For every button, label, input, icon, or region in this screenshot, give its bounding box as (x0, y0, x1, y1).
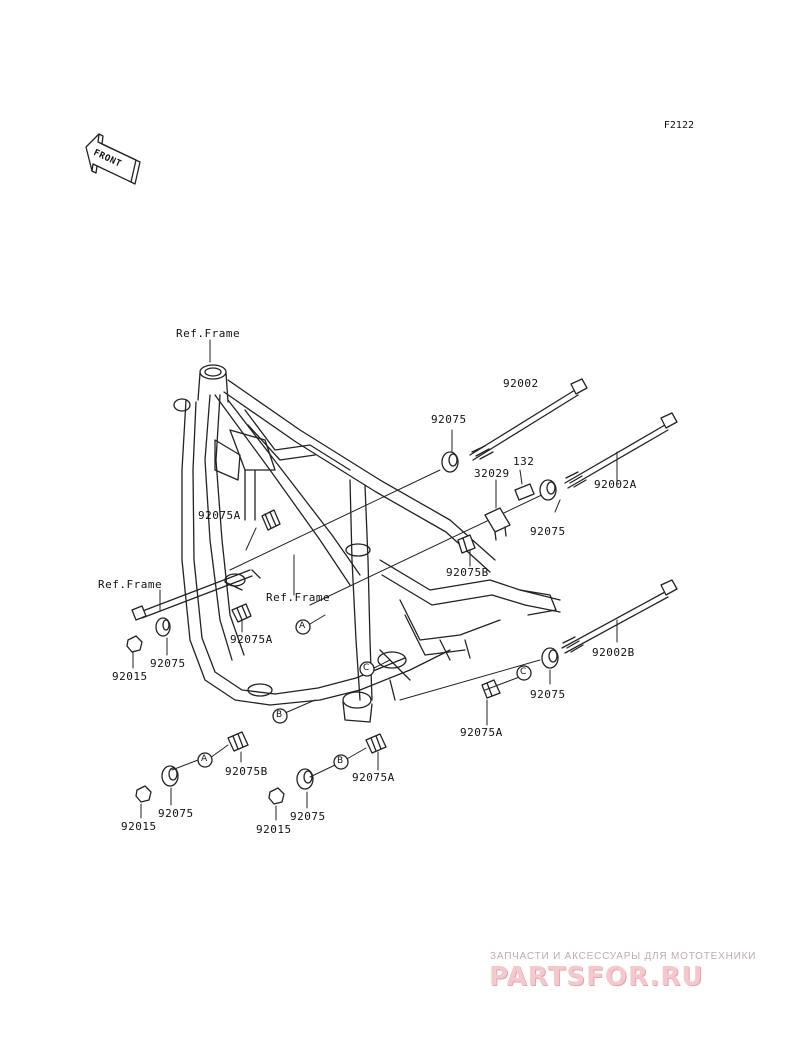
label-ref-frame-left: Ref.Frame (98, 578, 163, 591)
callout-letter-c: C (363, 663, 370, 673)
label-92075-left: 92075 (150, 657, 186, 670)
label-92075A-upper: 92075A (198, 509, 241, 522)
nut-92015-left (126, 635, 143, 653)
watermark-logo: PARTSFOR.RU (489, 962, 704, 992)
label-92075-bottommid: 92075 (290, 810, 326, 823)
callout-letter-b: B (276, 710, 283, 720)
washer-92075-top (441, 451, 459, 473)
washer-92075-bottomleft (161, 765, 179, 787)
label-92075A-right: 92075A (460, 726, 503, 739)
bolt-92002A (564, 412, 678, 489)
label-92075-right: 92075 (530, 525, 566, 538)
callout-letter-c-right: C (520, 667, 527, 677)
label-92002B: 92002B (592, 646, 635, 659)
callout-letter-b-bottom: B (337, 756, 344, 766)
label-92002A: 92002A (594, 478, 637, 491)
bracket-32029 (484, 507, 511, 541)
label-92002: 92002 (503, 377, 539, 390)
callout-circle-b-frame (272, 708, 288, 724)
label-32029: 32029 (474, 467, 510, 480)
bushing-92075A-upper (261, 509, 281, 531)
callout-circle-a-bottom (197, 752, 213, 768)
bolt-92002B (561, 579, 678, 654)
bushing-92075A-right (481, 679, 501, 699)
label-92075-top: 92075 (431, 413, 467, 426)
bolt-left (131, 569, 253, 621)
nut-92015-bottomleft (135, 785, 152, 803)
washer-92075-rightlow (541, 647, 559, 669)
diagram-code: F2122 (663, 120, 694, 131)
washer-92075-bottommid (296, 768, 314, 790)
bushing-92075B-right (457, 534, 476, 554)
label-132: 132 (513, 455, 535, 468)
callout-letter-a-bottom: A (201, 754, 208, 764)
front-arrow-icon (85, 133, 141, 185)
label-ref-frame-top: Ref.Frame (176, 327, 241, 340)
label-92015-bottomleft: 92015 (121, 820, 157, 833)
callout-circle-a-frame (295, 619, 311, 635)
callout-circle-c-frame (359, 661, 375, 677)
label-92075A-lower: 92075A (230, 633, 273, 646)
bushing-92075B-bottom (227, 731, 249, 752)
nut-92015-bottommid (268, 787, 285, 805)
motorcycle-frame (173, 364, 561, 723)
callout-circle-c-right (516, 665, 532, 681)
bolt-132 (514, 483, 535, 501)
label-92075B-bottom: 92075B (225, 765, 268, 778)
label-92075B-right: 92075B (446, 566, 489, 579)
bolt-92002 (469, 378, 588, 461)
bushing-92075A-bottom (365, 733, 387, 754)
label-92015-left: 92015 (112, 670, 148, 683)
label-92015-bottommid: 92015 (256, 823, 292, 836)
label-ref-frame-mid: Ref.Frame (266, 591, 331, 604)
bushing-92075A-lower (231, 603, 252, 623)
label-92075-bottomleft: 92075 (158, 807, 194, 820)
washer-92075-right (539, 479, 557, 501)
callout-circle-b-bottom (333, 754, 349, 770)
watermark-tagline: ЗАПЧАСТИ И АКСЕССУАРЫ ДЛЯ МОТОТЕХНИКИ (490, 951, 757, 962)
label-92075A-bottom: 92075A (352, 771, 395, 784)
washer-92075-left (155, 617, 171, 637)
label-92075-rightlow: 92075 (530, 688, 566, 701)
callout-letter-a: A (299, 621, 306, 631)
